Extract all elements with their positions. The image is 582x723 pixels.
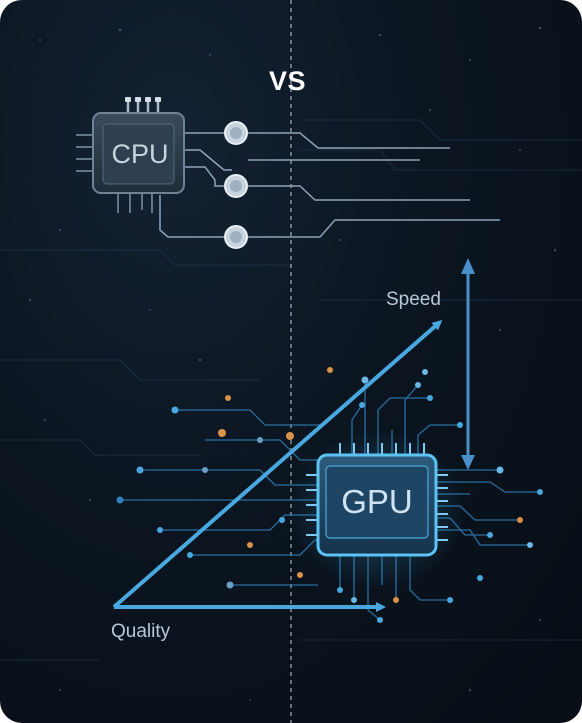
- vs-heading: VS: [269, 66, 307, 96]
- gpu-chip-icon: [290, 430, 465, 590]
- gpu-label: GPU: [341, 483, 413, 520]
- cpu-chip-icon: [76, 97, 185, 213]
- cpu-output-nodes: [224, 121, 248, 249]
- background-particles: [28, 26, 557, 701]
- gpu-nodes: [116, 367, 543, 623]
- diagonal-arrow: [112, 320, 443, 609]
- quality-speed-diagram: [112, 258, 475, 612]
- cpu-traces: [159, 132, 500, 238]
- cpu-label: CPU: [111, 138, 169, 169]
- speed-axis-label: Speed: [386, 289, 441, 310]
- quality-axis-label: Quality: [111, 621, 171, 642]
